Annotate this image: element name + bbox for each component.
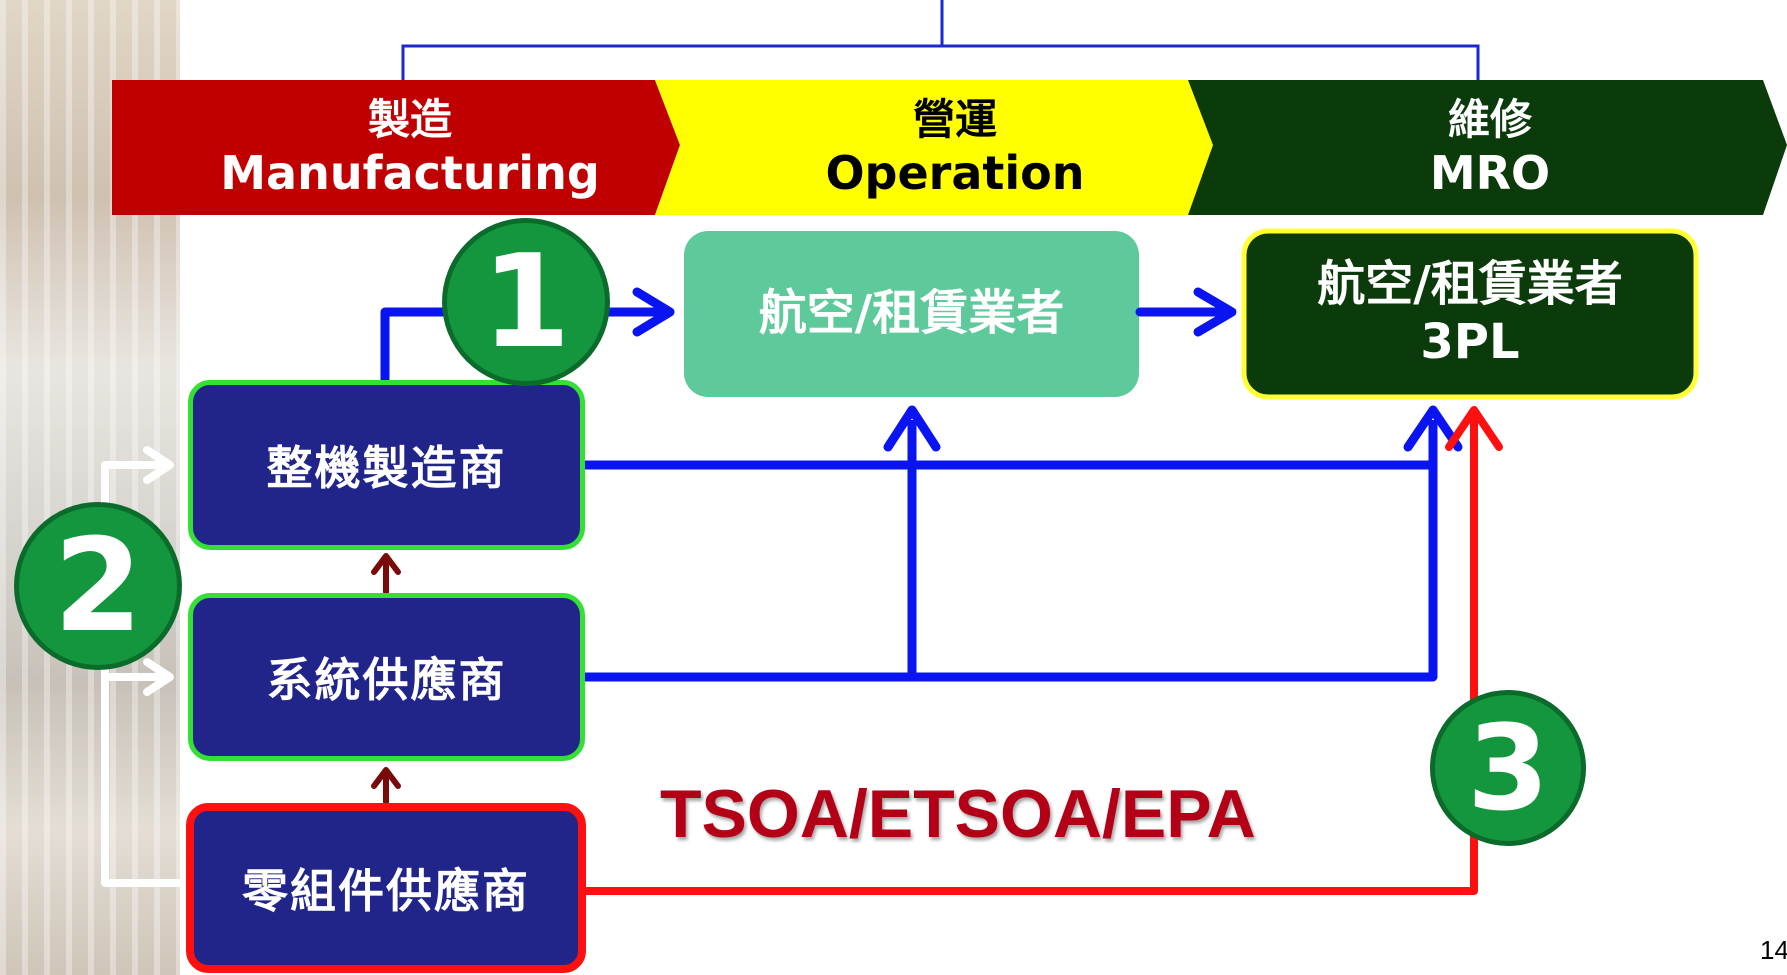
band-operation xyxy=(655,80,1213,215)
stage-operation-zh: 營運 xyxy=(912,95,997,145)
band-manufacturing xyxy=(112,80,680,215)
marker-two-text: 2 xyxy=(53,511,143,661)
left-white-bracket xyxy=(101,446,184,887)
red-flow-line xyxy=(576,406,1503,895)
mro-box-line2: 3PL xyxy=(1420,314,1520,370)
blue-arrowheads xyxy=(600,287,1463,452)
airline-lessor-text: 航空/租賃業者 xyxy=(758,285,1065,342)
stage-operation-label: 營運 Operation xyxy=(735,84,1175,212)
marker-three-circle: 3 xyxy=(1430,690,1586,846)
marker-three-text: 3 xyxy=(1466,699,1550,837)
parts-supplier-box: 零組件供應商 xyxy=(186,803,586,973)
mro-box-line1: 航空/租賃業者 xyxy=(1317,256,1623,313)
top-bracket xyxy=(401,0,1480,80)
dark-red-arrows xyxy=(371,553,401,809)
system-supplier-label: 系統供應商 xyxy=(266,653,507,707)
stage-manufacturing-zh: 製造 xyxy=(367,95,452,145)
marker-two-circle: 2 xyxy=(14,502,182,670)
stage-mro-zh: 維修 xyxy=(1447,95,1532,145)
stage-manufacturing-en: Manufacturing xyxy=(220,145,600,200)
band-mro xyxy=(1188,80,1787,215)
oem-box: 整機製造商 xyxy=(188,380,585,550)
marker-one-circle: 1 xyxy=(442,218,610,386)
airline-lessor-box xyxy=(684,231,1139,397)
oem-label: 整機製造商 xyxy=(266,441,507,495)
page-number: 14 xyxy=(1760,935,1787,965)
mro-box-label: 航空/租賃業者 3PL xyxy=(1244,231,1696,397)
stage-mro-en: MRO xyxy=(1429,145,1551,200)
stage-mro-label: 維修 MRO xyxy=(1270,84,1710,212)
system-supplier-box: 系統供應商 xyxy=(188,593,585,761)
mro-box xyxy=(1241,228,1699,400)
tsoa-label: TSOA/ETSOA/EPA xyxy=(660,776,1256,852)
stage-operation-en: Operation xyxy=(825,145,1085,200)
stage-manufacturing-label: 製造 Manufacturing xyxy=(190,84,630,212)
marker-one-text: 1 xyxy=(481,227,571,377)
parts-supplier-label: 零組件供應商 xyxy=(242,864,530,918)
airline-lessor-label: 航空/租賃業者 xyxy=(684,231,1139,397)
